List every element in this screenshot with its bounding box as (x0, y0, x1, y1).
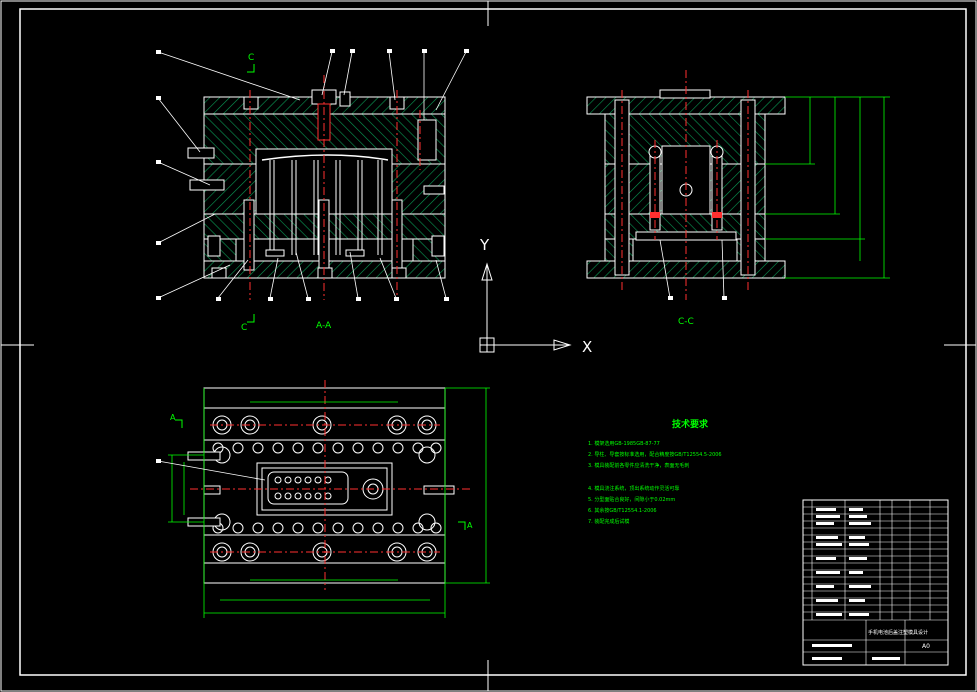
title-block-title: 手机电池后盖注塑模具设计 (868, 629, 928, 636)
section-cc-view: C-C (586, 70, 890, 327)
ucs-x-axis-label: X (582, 338, 592, 356)
tech-requirements: 技术要求 1. 模架选用GB-1985GB-87-77 2. 导柱、导套按标准选… (588, 418, 722, 525)
section-aa-label: A-A (316, 321, 332, 331)
plan-cut-mark-left: A (170, 413, 176, 422)
section-aa-cut-mark-bottom: C (241, 323, 247, 333)
tech-requirement-line: 1. 模架选用GB-1985GB-87-77 (588, 440, 660, 447)
tech-requirement-line: 3. 模具装配前各零件应清洗干净，表面无毛刺 (588, 462, 689, 469)
title-block-sheet: A0 (922, 643, 930, 650)
ucs-y-axis-label: Y (479, 236, 490, 254)
tech-requirement-line: 4. 模具浇注系统，顶出系统动作灵活可靠 (588, 485, 679, 492)
ucs-icon: Y X (479, 236, 592, 356)
title-block: 手机电池后盖注塑模具设计 A0 (802, 499, 949, 666)
tech-requirements-title: 技术要求 (672, 418, 709, 430)
section-cc-label: C-C (678, 317, 694, 327)
section-aa-view: C C A-A (156, 49, 469, 333)
tech-requirement-line: 7. 装配完成后试模 (588, 518, 629, 525)
plan-cut-mark-right: A (467, 521, 473, 530)
plan-view: A A (156, 380, 490, 618)
tech-requirement-line: 5. 分型面贴合良好，间隙小于0.02mm (588, 496, 675, 503)
section-aa-cut-mark-top: C (248, 53, 254, 63)
tech-requirement-line: 6. 其余按GB/T12554.1-2006 (588, 507, 657, 514)
tech-requirement-line: 2. 导柱、导套按标准选用，配合精度按GB/T12554.5-2006 (588, 451, 722, 458)
